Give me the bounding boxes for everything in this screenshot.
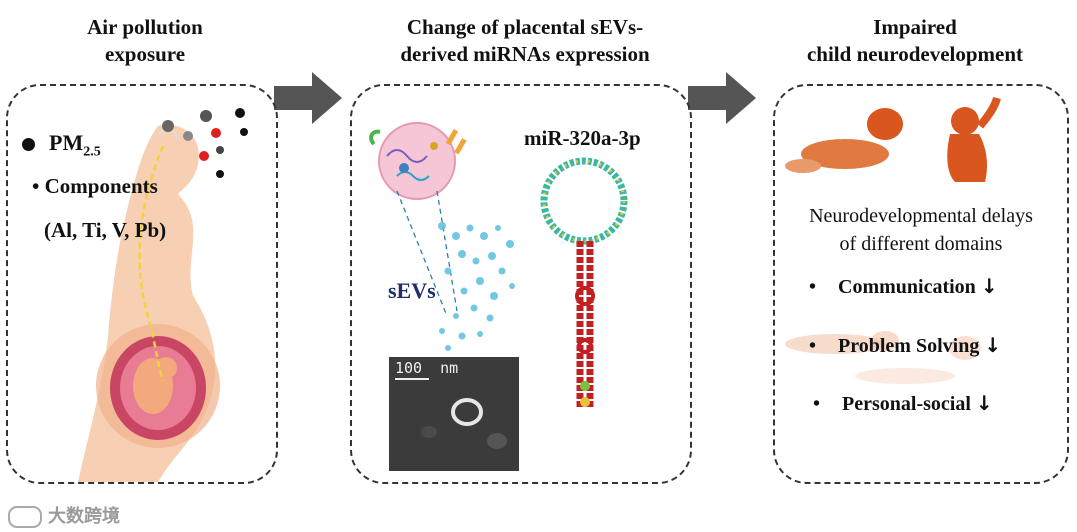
mirna-label: miR-320a-3p: [524, 126, 641, 150]
domain-communication: •Communication ↓: [809, 274, 998, 298]
panel-air-pollution: PM2.5 • Components (Al, Ti, V, Pb): [6, 84, 278, 484]
panel-placental-sevs: miR-320a-3p sEVs: [350, 84, 692, 484]
pm25-label: PM2.5: [22, 130, 101, 160]
components-list: (Al, Ti, V, Pb): [44, 218, 167, 242]
scale-bar-label: 100 nm: [395, 359, 459, 377]
down-arrow-icon: ↓: [980, 274, 998, 298]
sevs-illustration: [369, 122, 628, 408]
domain-personal-social: •Personal-social ↓: [813, 391, 993, 415]
title-neurodevelopment: Impaired child neurodevelopment: [806, 15, 1024, 66]
panel-neurodevelopment: Neurodevelopmental delays of different d…: [773, 84, 1069, 484]
bullet-icon: [22, 138, 35, 152]
arrow-right-icon: [688, 72, 756, 124]
delay-text: Neurodevelopmental delays of different d…: [809, 205, 1033, 255]
baby-silhouettes-illustration: [785, 96, 1001, 384]
arrow-right-icon: [274, 72, 342, 124]
watermark-logo-icon: [8, 506, 42, 528]
down-arrow-icon: ↓: [975, 391, 993, 415]
pregnant-woman-illustration: [78, 108, 248, 482]
components-label: • Components: [32, 174, 158, 198]
tem-micrograph: 100 nm: [389, 357, 519, 471]
domain-problem-solving: •Problem Solving ↓: [809, 333, 1002, 357]
title-air-pollution: Air pollution exposure: [87, 15, 203, 66]
sevs-label: sEVs: [388, 278, 436, 303]
title-placental-sevs: Change of placental sEVs- derived miRNAs…: [400, 15, 650, 66]
watermark: 大数跨境: [8, 502, 120, 528]
down-arrow-icon: ↓: [984, 333, 1002, 357]
